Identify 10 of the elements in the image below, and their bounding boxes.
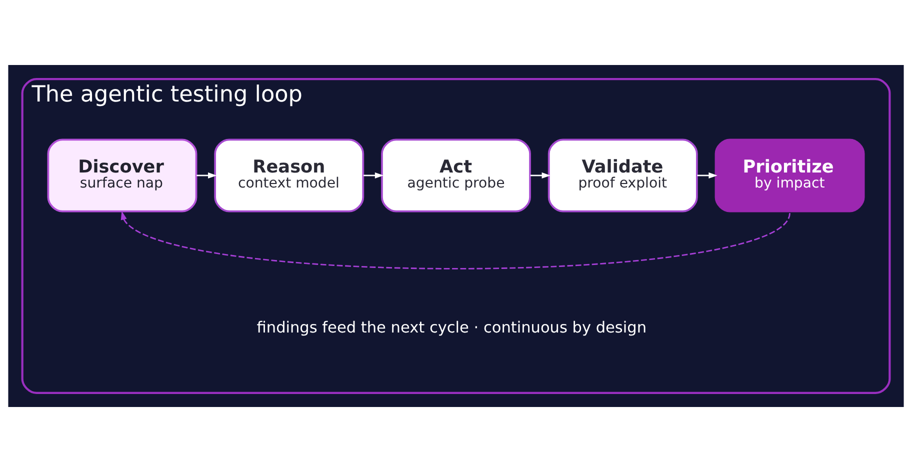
arrow [196, 172, 217, 178]
label: findings feed the next cycle · continuous by design [256, 318, 647, 336]
arrow [530, 172, 551, 178]
arrow [697, 172, 718, 178]
node-box: Discover surface nap [47, 138, 198, 212]
node-box: Validate proof exploit [548, 138, 698, 212]
node-box: Act agentic probe [381, 138, 531, 212]
node-box: Reason context model [214, 138, 364, 212]
node-box: Prioritize by impact [714, 138, 865, 212]
arrow [363, 172, 384, 178]
